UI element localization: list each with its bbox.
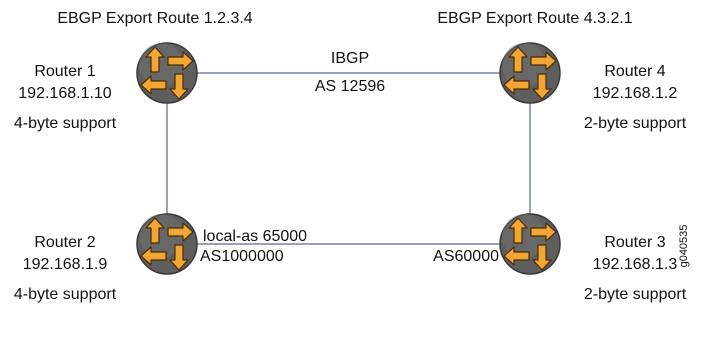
router-3-name: Router 3 (604, 234, 666, 251)
router-3-icon (499, 213, 561, 275)
router-arrow-icon (508, 46, 528, 73)
bottom-link-right-as-label: AS60000 (433, 248, 499, 265)
router-arrow-icon (503, 75, 530, 95)
router-arrow-icon (140, 75, 167, 95)
router-arrow-icon (145, 217, 165, 244)
router-arrow-icon (532, 73, 552, 100)
router-2-ip: 192.168.1.9 (22, 256, 108, 273)
top-link-protocol-label: IBGP (330, 50, 370, 67)
router-1-export-route: EBGP Export Route 1.2.3.4 (57, 10, 253, 27)
router-4-name: Router 4 (604, 63, 666, 80)
router-arrow-icon (169, 73, 189, 100)
router-1-ip: 192.168.1.10 (18, 85, 112, 102)
router-arrow-icon (530, 222, 557, 242)
router-1-name: Router 1 (34, 63, 96, 80)
figure-id-label: g040535 (678, 224, 690, 268)
top-link-as-label: AS 12596 (314, 78, 386, 95)
bottom-link-local-as-label: local-as 65000 (203, 228, 308, 245)
router-2-name: Router 2 (34, 234, 96, 251)
router-4-support: 2-byte support (583, 115, 687, 132)
router-1-icon (136, 42, 198, 104)
bottom-link-left-as-label: AS1000000 (200, 248, 284, 265)
router-4-icon (499, 42, 561, 104)
router-4-export-route: EBGP Export Route 4.3.2.1 (437, 10, 633, 27)
router-3-ip: 192.168.1.3 (592, 256, 678, 273)
router-2-support: 4-byte support (13, 286, 117, 303)
router-3-support: 2-byte support (583, 286, 687, 303)
router-arrow-icon (167, 222, 194, 242)
router-arrow-icon (532, 244, 552, 271)
router-arrow-icon (508, 217, 528, 244)
router-2-icon (136, 213, 198, 275)
router-arrow-icon (167, 51, 194, 71)
router-arrow-icon (530, 51, 557, 71)
router-arrow-icon (503, 246, 530, 266)
router-4-ip: 192.168.1.2 (592, 85, 678, 102)
router-arrow-icon (169, 244, 189, 271)
router-arrow-icon (140, 246, 167, 266)
router-arrow-icon (145, 46, 165, 73)
router-1-support: 4-byte support (13, 115, 117, 132)
